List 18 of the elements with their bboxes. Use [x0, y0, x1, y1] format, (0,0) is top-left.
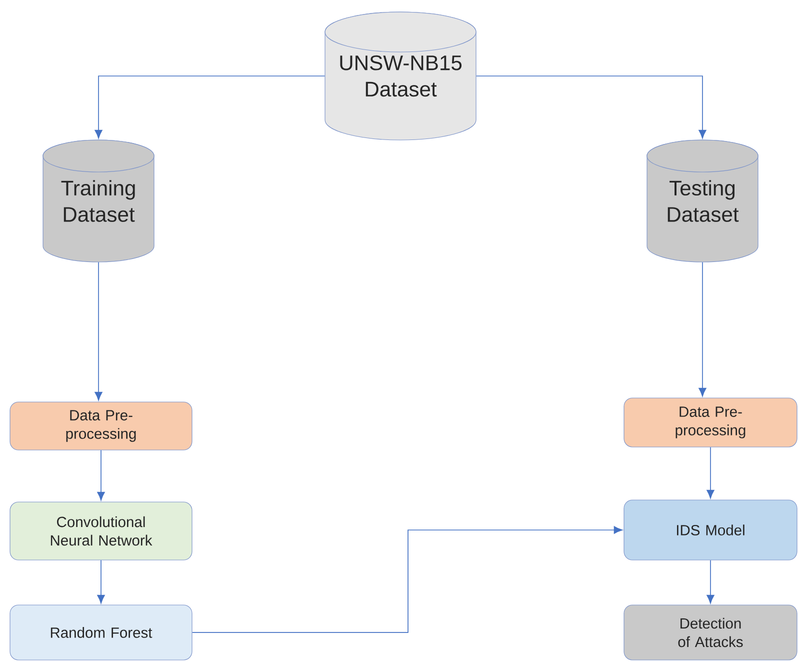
arrow	[97, 560, 105, 604]
arrow	[476, 76, 706, 139]
database-cylinder: Training Dataset	[42, 140, 154, 262]
process-box: Random Forest	[10, 604, 192, 660]
process-box: IDS Model	[624, 500, 798, 560]
process-box: Detection of Attacks	[624, 604, 798, 660]
arrow	[706, 560, 714, 604]
process-box: Convolutional Neural Network	[10, 502, 192, 560]
process-box: Data Pre-processing	[10, 402, 192, 450]
arrow	[94, 262, 102, 401]
database-cylinder: Testing Dataset	[646, 140, 758, 262]
arrow	[192, 526, 623, 633]
arrow	[698, 262, 706, 397]
arrow	[706, 446, 714, 499]
process-box: Data Pre-processing	[624, 398, 798, 448]
arrow	[94, 76, 326, 139]
database-cylinder: UNSW-NB15 Dataset	[324, 12, 476, 140]
arrow	[97, 450, 105, 501]
